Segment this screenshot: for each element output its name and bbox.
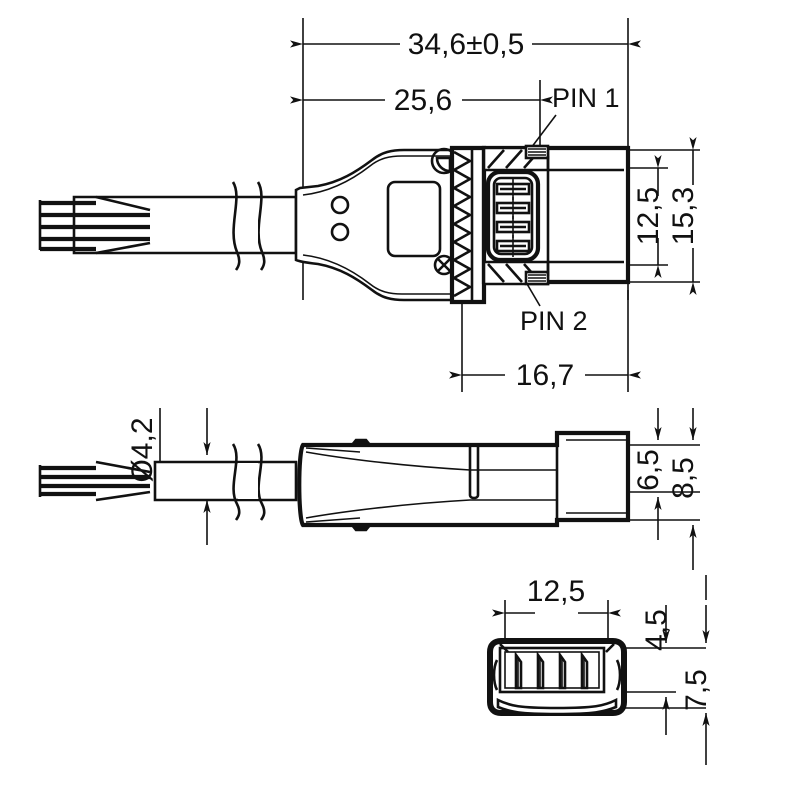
contact-4	[495, 235, 531, 257]
top-view-cable	[38, 181, 298, 271]
top-view: 34,6±0,5 25,6 PIN 1 PIN 2	[38, 18, 700, 392]
top-view-break-lines	[231, 181, 266, 271]
front-view-contacts	[514, 650, 589, 690]
dimension-overall-height: 15,3	[667, 137, 700, 295]
side-view-wire-strands	[38, 460, 151, 502]
dimension-body-width: 16,7	[449, 359, 641, 392]
dimension-overall-length: 34,6±0,5	[290, 28, 641, 61]
side-view: Ø4,2 6,5 8,5	[38, 408, 700, 570]
latch-slot	[468, 446, 480, 500]
front-view: 12,5 4,5 7,5	[487, 575, 713, 765]
contact-2	[495, 197, 531, 219]
dimension-front-overall-height-text: 7,5	[680, 669, 713, 711]
pin2-key-block	[524, 270, 550, 286]
pin2-label: PIN 2	[520, 306, 588, 336]
dimension-front-upper-height-text: 4,5	[640, 609, 673, 651]
contact-3	[495, 216, 531, 238]
top-view-contacts	[495, 178, 531, 257]
side-view-cable	[38, 443, 298, 521]
pin1-label: PIN 1	[552, 83, 620, 113]
side-view-connector-body	[297, 430, 631, 532]
pin1-key-block	[524, 144, 550, 160]
side-view-break-lines	[231, 443, 266, 521]
knurl-chevrons	[453, 150, 473, 298]
dimension-front-upper-height: 4,5	[640, 605, 673, 735]
dimension-latch-height: 6,5	[632, 408, 665, 540]
dimension-body-length-text: 25,6	[394, 84, 452, 117]
dimension-inner-height: 12,5	[632, 155, 665, 278]
dimension-front-width-text: 12,5	[527, 575, 585, 608]
pin2-callout: PIN 2	[519, 271, 588, 336]
dimension-body-width-text: 16,7	[516, 359, 574, 392]
front-contact-4	[580, 650, 589, 690]
dimension-cable-diameter: Ø4,2	[126, 408, 211, 545]
top-view-knurled-grip	[449, 145, 487, 305]
dimension-inner-height-text: 12,5	[632, 187, 665, 245]
dimension-front-width: 12,5	[492, 575, 621, 617]
top-view-strain-relief	[294, 147, 458, 302]
front-contact-2	[536, 650, 545, 690]
dimension-overall-length-text: 34,6±0,5	[408, 28, 525, 61]
top-view-connector-header	[481, 144, 631, 286]
dimension-side-overall-height-text: 8,5	[667, 457, 700, 499]
dimension-latch-height-text: 6,5	[632, 449, 665, 491]
front-contact-3	[558, 650, 567, 690]
front-contact-1	[514, 650, 523, 690]
contact-1	[495, 178, 531, 200]
dimension-front-overall-height: 7,5	[680, 605, 713, 765]
dimension-body-length: 25,6	[290, 84, 553, 117]
dimension-overall-height-text: 15,3	[667, 187, 700, 245]
screw-cross-icon	[433, 254, 455, 276]
label-recess	[386, 180, 442, 258]
top-view-wire-strands	[38, 195, 151, 255]
strain-relief-hole-lower	[330, 222, 350, 242]
strain-relief-hole-upper	[330, 195, 350, 215]
side-view-extension-lines	[159, 408, 700, 521]
front-view-housing	[487, 638, 627, 716]
pin1-callout: PIN 1	[527, 83, 620, 153]
dimension-side-overall-height: 8,5	[667, 408, 700, 570]
